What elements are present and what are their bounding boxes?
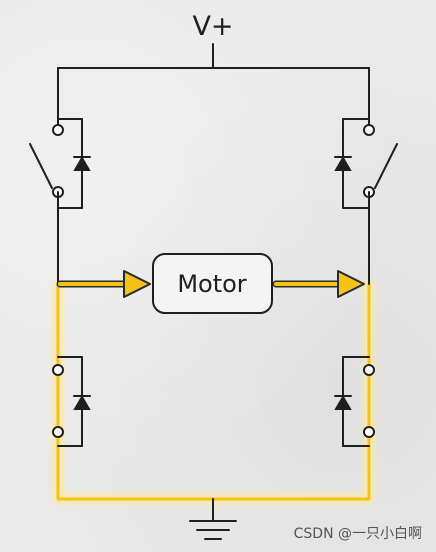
diode-top-right [334, 156, 352, 171]
terminal-bottom-left-lower [52, 426, 64, 438]
terminal-bottom-right-upper [363, 364, 375, 376]
diode-bottom-right [334, 395, 352, 410]
terminal-top-right-upper [363, 124, 375, 136]
current-path-line [56, 282, 371, 501]
terminal-top-left-upper [52, 124, 64, 136]
current-path [56, 282, 371, 501]
motor-label: Motor [177, 270, 246, 298]
motor-box [152, 253, 273, 314]
diode-bottom-left [73, 395, 91, 410]
supply-rail [57, 43, 370, 131]
terminal-bottom-left-upper [52, 364, 64, 376]
switch-bottom-right [334, 356, 375, 447]
motor: Motor [152, 253, 273, 314]
supply-label: V+ [192, 11, 233, 42]
diode-top-left [73, 156, 91, 171]
switch-blade-top-left [29, 143, 53, 189]
switch-blade-top-right [374, 143, 398, 189]
current-arrow-left [56, 270, 151, 298]
switch-bottom-left [52, 356, 91, 447]
switch-top-left [29, 118, 91, 285]
terminal-bottom-right-lower [363, 426, 375, 438]
current-path-glow-line [53, 279, 374, 504]
current-arrow-right [272, 270, 365, 298]
switch-top-right [334, 118, 398, 285]
current-path-glow [53, 279, 374, 504]
watermark: CSDN @一只小白啊 [294, 526, 422, 542]
ground-symbol [189, 498, 237, 540]
